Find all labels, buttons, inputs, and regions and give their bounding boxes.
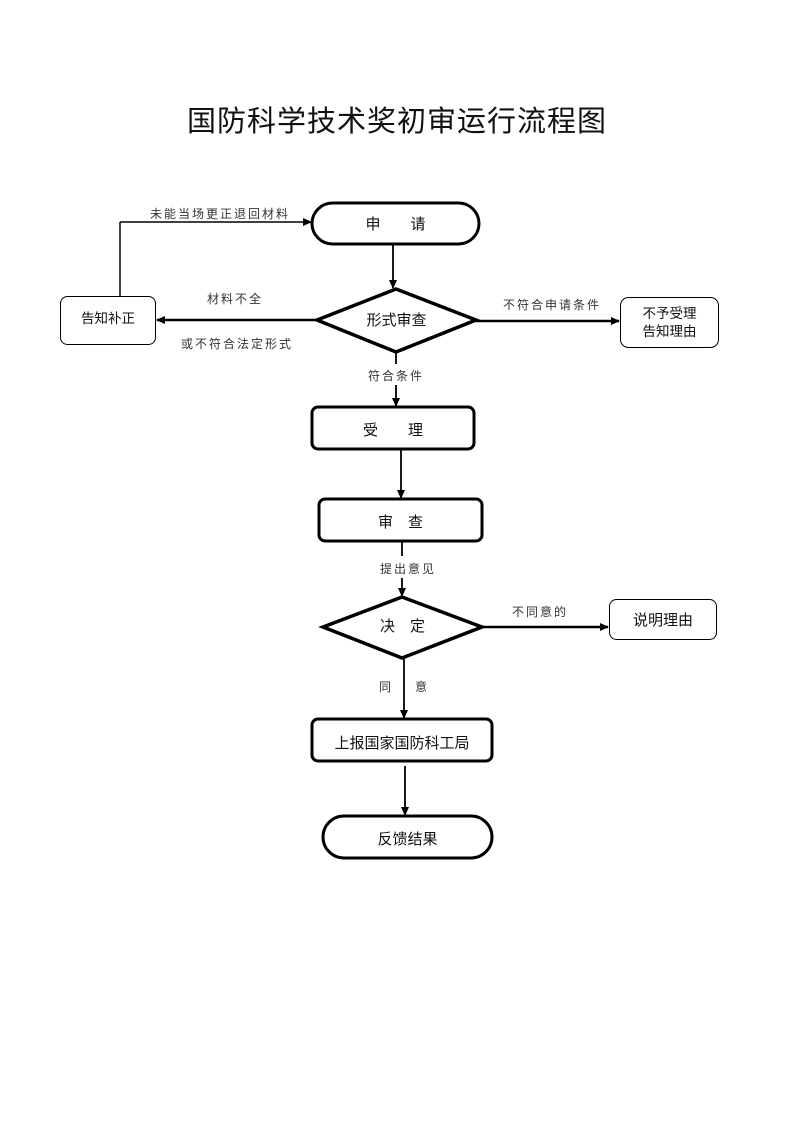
reject-label-line2: 告知理由 bbox=[642, 324, 697, 340]
edge-label-not-qualified: 不符合申请条件 bbox=[503, 298, 602, 312]
review-label: 审 查 bbox=[377, 513, 423, 531]
edge-label-return-materials: 未能当场更正退回材料 bbox=[150, 207, 291, 221]
review-node bbox=[317, 497, 484, 543]
edge-label-agree-1: 同 bbox=[379, 680, 394, 694]
edge-label-disagree: 不同意的 bbox=[512, 605, 569, 619]
apply-label: 申 请 bbox=[365, 215, 426, 233]
feedback-label: 反馈结果 bbox=[377, 830, 438, 848]
accept-label: 受 理 bbox=[362, 421, 423, 439]
explain-label: 说明理由 bbox=[632, 611, 693, 629]
decision-label: 决 定 bbox=[379, 617, 425, 635]
formal-review-label: 形式审查 bbox=[366, 311, 427, 329]
notify-correct-label: 告知补正 bbox=[81, 311, 135, 327]
report-node bbox=[310, 717, 494, 763]
edge-label-not-legal-form: 或不符合法定形式 bbox=[181, 337, 294, 351]
reject-node bbox=[620, 297, 719, 348]
edge-label-opinion: 提出意见 bbox=[380, 562, 437, 576]
explain-node bbox=[609, 599, 717, 640]
accept-node bbox=[310, 405, 476, 451]
report-label: 上报国家国防科工局 bbox=[334, 734, 470, 752]
notify-correct-node bbox=[60, 296, 156, 345]
edge-label-incomplete: 材料不全 bbox=[207, 292, 264, 306]
page-title: 国防科学技术奖初审运行流程图 bbox=[186, 104, 607, 138]
decision-diamond bbox=[318, 595, 487, 660]
feedback-node bbox=[321, 814, 494, 860]
reject-label-line1: 不予受理 bbox=[642, 306, 697, 322]
apply-node bbox=[310, 201, 481, 246]
edge-label-agree-2: 意 bbox=[415, 680, 430, 694]
edge-label-qualified: 符合条件 bbox=[368, 369, 425, 383]
